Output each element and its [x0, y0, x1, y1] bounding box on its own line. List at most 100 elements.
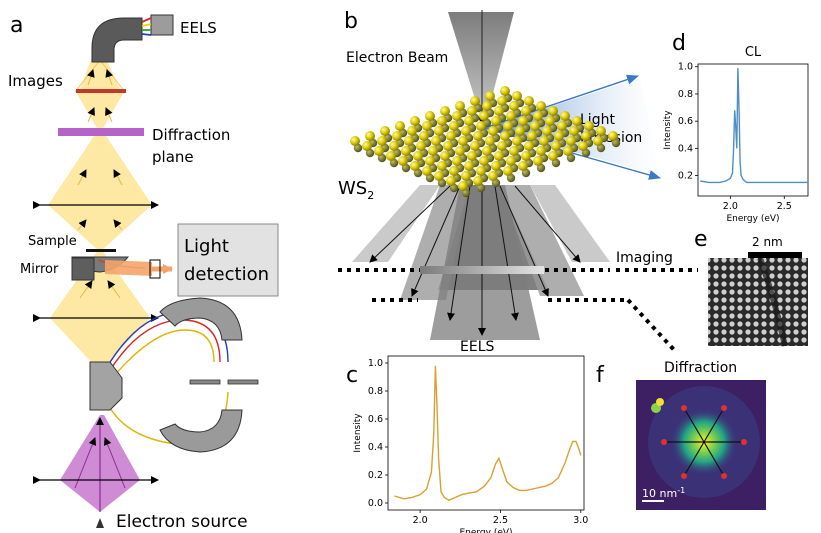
lattice-atom: [365, 131, 375, 141]
lattice-atom: [404, 136, 414, 146]
lattice-atom: [398, 156, 408, 166]
lattice-atom: [596, 126, 606, 136]
stem-image: [708, 258, 808, 346]
lattice-atom: [482, 146, 492, 156]
lattice-atom: [473, 131, 483, 141]
lattice-atom: [434, 171, 444, 181]
scale-bar-e: [748, 252, 802, 258]
lattice-atom: [374, 146, 384, 156]
panel-b-schematic: b Electron Beam Light Emission: [338, 9, 737, 376]
detector-lens: [149, 259, 161, 279]
lattice-atom: [479, 156, 489, 166]
lattice-atom: [548, 106, 558, 116]
lattice-atom: [413, 151, 423, 161]
lattice-atom: [440, 151, 450, 161]
beam-to-prism: [50, 318, 150, 365]
chart-frame: [387, 355, 585, 511]
lattice-atom: [425, 156, 435, 166]
lattice-atom: [428, 146, 438, 156]
panel-f: f 10 nm-1: [596, 363, 766, 510]
lattice-atom: [437, 116, 447, 126]
y-tick-label: 0.8: [368, 386, 383, 397]
x-tick-label: 3.0: [573, 515, 588, 526]
ws2-label: WS2: [338, 178, 374, 202]
chart-frame: [697, 63, 809, 197]
lattice-atom: [578, 141, 588, 151]
lattice-atom: [455, 101, 465, 111]
sample: [86, 249, 116, 252]
panel-d-label: d: [672, 31, 686, 56]
lattice-atom: [377, 136, 387, 146]
eels-label-a: EELS: [180, 19, 217, 37]
lattice-atom: [500, 86, 510, 96]
y-tick-label: 0.6: [678, 116, 693, 127]
lattice-atom: [491, 116, 501, 126]
lattice-atom: [494, 151, 504, 161]
electron-beam-label: Electron Beam: [346, 50, 448, 66]
electron-source-tip: [96, 518, 104, 528]
lattice-atom: [431, 136, 441, 146]
lattice-atom: [380, 126, 390, 136]
energy-slit-left: [189, 379, 221, 385]
lattice-atom: [500, 131, 510, 141]
lattice-atom: [458, 136, 468, 146]
lattice-atom: [518, 161, 528, 171]
panel-e-label: e: [694, 227, 708, 252]
lattice-atom: [419, 131, 429, 141]
lattice-atom: [497, 141, 507, 151]
spectrometer-lower-magnet: [159, 409, 243, 453]
y-tick-label: 0.0: [368, 498, 383, 509]
lattice-atom: [539, 136, 549, 146]
diffraction-plane-label-1: Diffraction: [152, 126, 230, 144]
lattice-atom: [509, 146, 519, 156]
lattice-atom: [491, 161, 501, 171]
panel-f-label: f: [596, 363, 605, 388]
lattice-atom: [476, 166, 486, 176]
lattice-atom: [461, 171, 471, 181]
lattice-atom: [497, 96, 507, 106]
lattice-atom: [536, 146, 546, 156]
lattice-atom: [440, 106, 450, 116]
lattice-atom: [458, 181, 468, 191]
x-tick-label: 2.5: [493, 515, 508, 526]
lattice-atom: [530, 121, 540, 131]
lattice-atom: [434, 126, 444, 136]
y-tick-label: 1.0: [678, 62, 693, 73]
light-collection-beam: [105, 260, 152, 276]
lattice-atom: [350, 136, 360, 146]
lattice-atom: [470, 96, 480, 106]
lattice-atom: [410, 161, 420, 171]
x-tick-label: 2.0: [413, 515, 428, 526]
y-tick-label: 1.0: [368, 358, 383, 369]
lattice-atom: [512, 136, 522, 146]
lattice-atom: [386, 151, 396, 161]
lattice-atom: [389, 141, 399, 151]
lattice-atom: [545, 116, 555, 126]
diffraction-plane: [58, 128, 144, 136]
beam-images-diffraction: [76, 92, 124, 130]
lattice-atom: [485, 136, 495, 146]
ws2-lattice: [350, 86, 621, 198]
y-tick-label: 0.4: [678, 143, 693, 154]
lattice-atom: [581, 131, 591, 141]
lattice-atom: [416, 141, 426, 151]
image-plane: [76, 89, 126, 93]
lattice-atom: [494, 106, 504, 116]
lattice-atom: [422, 166, 432, 176]
panel-e: e 2 nm: [694, 227, 808, 347]
eels-label-b: EELS: [460, 339, 494, 355]
lattice-atom: [506, 156, 516, 166]
sample-label: Sample: [28, 234, 77, 249]
lattice-atom: [422, 121, 432, 131]
lattice-atom: [461, 126, 471, 136]
lattice-atom: [503, 166, 513, 176]
spectrometer-upper-magnet: [159, 297, 243, 341]
lattice-atom: [488, 171, 498, 181]
lattice-atom: [533, 111, 543, 121]
y-tick-label: 0.4: [368, 442, 383, 453]
lattice-atom: [512, 91, 522, 101]
lattice-atom: [407, 126, 417, 136]
lattice-atom: [536, 101, 546, 111]
